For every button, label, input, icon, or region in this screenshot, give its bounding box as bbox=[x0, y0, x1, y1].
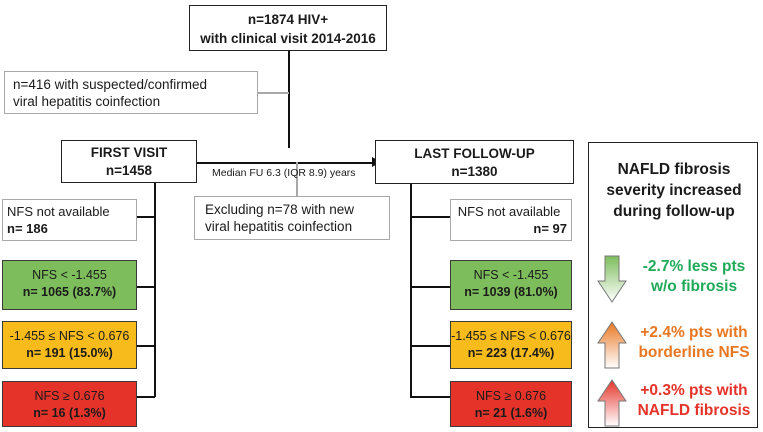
left-branch-high bbox=[137, 396, 155, 398]
right-nfs-na-label: NFS not available bbox=[457, 204, 561, 219]
summary-item-nafld-fibrosis-text: +0.3% pts with NAFLD fibrosis bbox=[631, 381, 757, 421]
summary-item-0-line1: -2.7% less pts bbox=[642, 258, 746, 275]
summary-item-1-line1: +2.4% pts with bbox=[640, 324, 748, 341]
up-arrow-icon bbox=[597, 321, 627, 369]
right-nfs-high-label: NFS ≥ 0.676 bbox=[475, 389, 547, 403]
summary-item-nafld-fibrosis: +0.3% pts with NAFLD fibrosis bbox=[589, 377, 759, 427]
excluding-new-line1: Excluding n=78 with new bbox=[205, 202, 354, 217]
excluded-hepatitis-line1: n=416 with suspected/confirmed bbox=[13, 77, 207, 92]
total-cohort-box: n=1874 HIV+ with clinical visit 2014-201… bbox=[189, 5, 387, 51]
first-visit-title: FIRST VISIT bbox=[90, 145, 168, 160]
connector-excl-new bbox=[296, 162, 298, 196]
left-branch-low bbox=[137, 286, 155, 288]
excluded-hepatitis-box: n=416 with suspected/confirmed viral hep… bbox=[4, 71, 258, 114]
right-branch-low bbox=[410, 286, 450, 288]
left-nfs-high-box: NFS ≥ 0.676 n= 16 (1.3%) bbox=[2, 381, 137, 427]
right-nfs-low-n: n= 1039 (81.0%) bbox=[464, 285, 558, 299]
left-trunk bbox=[154, 183, 156, 397]
last-followup-box: LAST FOLLOW-UP n=1380 bbox=[375, 140, 574, 184]
excluding-new-line2: viral hepatitis coinfection bbox=[205, 219, 353, 234]
summary-item-0-line2: w/o fibrosis bbox=[650, 278, 738, 295]
left-nfs-na-box: NFS not available n= 186 bbox=[2, 199, 137, 241]
summary-item-borderline-text: +2.4% pts with borderline NFS bbox=[631, 323, 757, 363]
left-nfs-na-label: NFS not available bbox=[7, 204, 110, 219]
summary-item-2-line2: NAFLD fibrosis bbox=[637, 402, 751, 419]
left-nfs-mid-box: -1.455 ≤ NFS < 0.676 n= 191 (15.0%) bbox=[2, 321, 137, 369]
left-branch-na bbox=[137, 216, 155, 218]
right-nfs-high-box: NFS ≥ 0.676 n= 21 (1.6%) bbox=[450, 381, 572, 427]
left-nfs-mid-label: -1.455 ≤ NFS < 0.676 bbox=[9, 329, 130, 343]
summary-title: NAFLD fibrosis severity increased during… bbox=[589, 159, 759, 222]
summary-title-line2: severity increased bbox=[606, 182, 742, 199]
first-visit-n: n=1458 bbox=[105, 163, 153, 178]
left-branch-mid bbox=[137, 345, 155, 347]
left-nfs-high-n: n= 16 (1.3%) bbox=[33, 406, 106, 420]
total-cohort-line1: n=1874 HIV+ bbox=[247, 12, 329, 27]
summary-item-borderline: +2.4% pts with borderline NFS bbox=[589, 319, 759, 369]
follow-up-label: Median FU 6.3 (IQR 8.9) years bbox=[212, 167, 356, 179]
summary-item-1-line2: borderline NFS bbox=[638, 344, 750, 361]
summary-title-line1: NAFLD fibrosis bbox=[617, 161, 731, 178]
summary-item-less-fibrosis-text: -2.7% less pts w/o fibrosis bbox=[631, 257, 757, 297]
right-nfs-mid-label: -1.455 ≤ NFS < 0.676 bbox=[451, 329, 571, 343]
summary-panel: NAFLD fibrosis severity increased during… bbox=[588, 142, 758, 428]
left-nfs-na-n: n= 186 bbox=[7, 221, 48, 236]
total-cohort-line2: with clinical visit 2014-2016 bbox=[200, 31, 376, 46]
left-nfs-low-n: n= 1065 (83.7%) bbox=[22, 285, 117, 299]
last-followup-title: LAST FOLLOW-UP bbox=[414, 146, 535, 161]
right-nfs-mid-box: -1.455 ≤ NFS < 0.676 n= 223 (17.4%) bbox=[450, 321, 572, 369]
left-nfs-low-label: NFS < -1.455 bbox=[32, 268, 107, 282]
right-branch-na bbox=[410, 216, 450, 218]
right-nfs-mid-n: n= 223 (17.4%) bbox=[467, 346, 555, 360]
connector-first-to-last bbox=[196, 162, 374, 164]
last-followup-n: n=1380 bbox=[451, 164, 498, 179]
excluding-new-box: Excluding n=78 with new viral hepatitis … bbox=[194, 196, 390, 240]
first-visit-box: FIRST VISIT n=1458 bbox=[61, 140, 197, 183]
right-nfs-high-n: n= 21 (1.6%) bbox=[474, 406, 548, 420]
right-branch-high bbox=[410, 396, 450, 398]
right-trunk bbox=[410, 183, 412, 397]
summary-title-line3: during follow-up bbox=[613, 203, 735, 220]
summary-item-2-line1: +0.3% pts with bbox=[640, 382, 748, 399]
excluded-hepatitis-line2: viral hepatitis coinfection bbox=[13, 94, 161, 109]
summary-item-less-fibrosis: -2.7% less pts w/o fibrosis bbox=[589, 253, 759, 303]
right-branch-mid bbox=[410, 345, 450, 347]
connector-excl-hep bbox=[258, 92, 289, 94]
connector-top-down bbox=[288, 50, 290, 148]
right-nfs-low-box: NFS < -1.455 n= 1039 (81.0%) bbox=[450, 260, 572, 310]
left-nfs-low-box: NFS < -1.455 n= 1065 (83.7%) bbox=[2, 260, 137, 310]
left-nfs-mid-n: n= 191 (15.0%) bbox=[26, 346, 113, 360]
right-nfs-low-label: NFS < -1.455 bbox=[473, 268, 549, 282]
right-nfs-na-n: n= 97 bbox=[533, 221, 567, 236]
down-arrow-icon bbox=[597, 255, 627, 303]
right-nfs-na-box: NFS not available n= 97 bbox=[450, 199, 572, 241]
up-arrow-icon bbox=[597, 379, 627, 427]
left-nfs-high-label: NFS ≥ 0.676 bbox=[34, 389, 105, 403]
